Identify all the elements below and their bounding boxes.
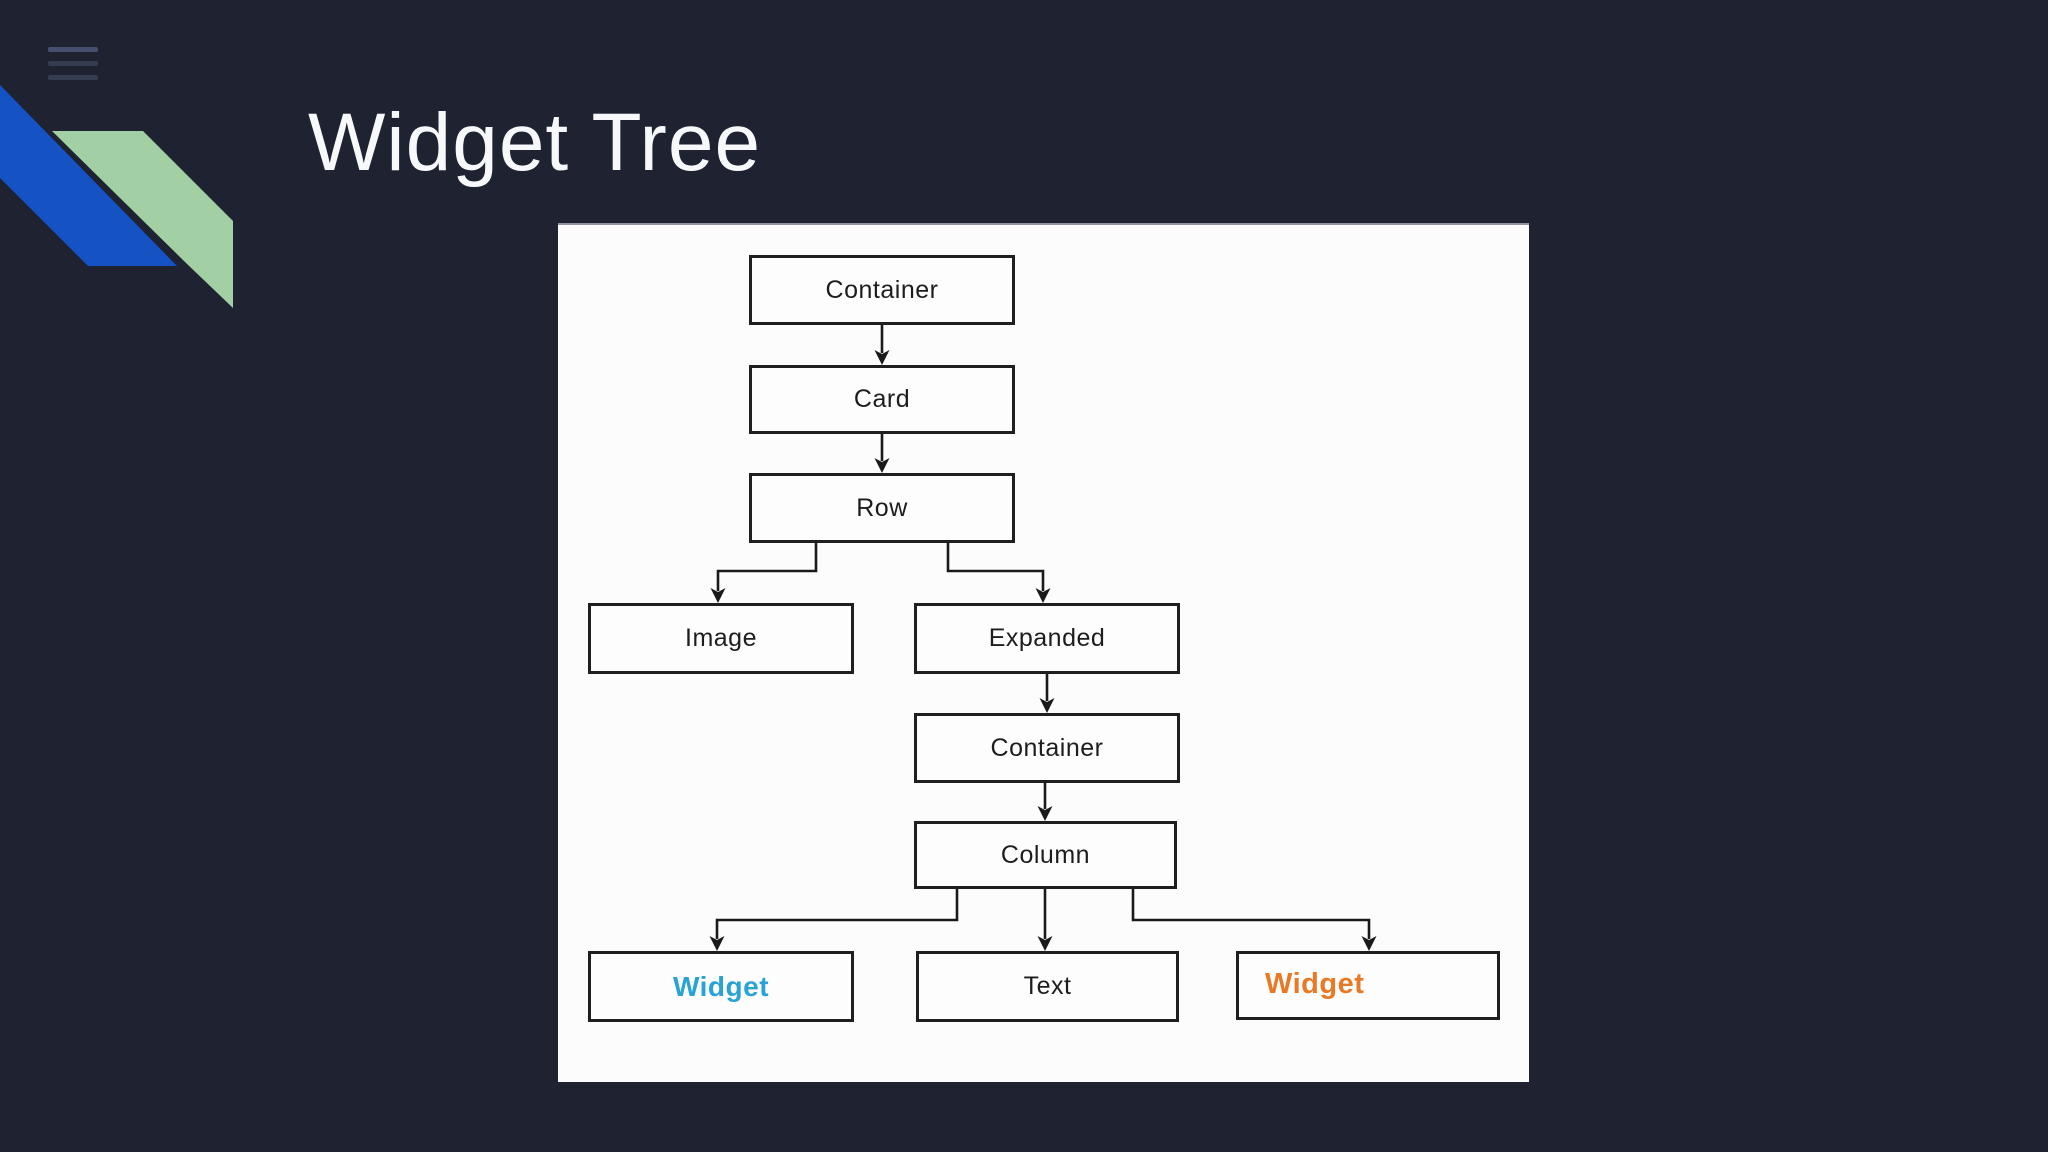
page-title: Widget Tree [308, 97, 762, 188]
hamburger-icon [48, 61, 98, 66]
node-text: Text [916, 951, 1179, 1022]
node-label: Container [825, 275, 939, 304]
node-label: Expanded [988, 624, 1106, 652]
node-container-2: Container [914, 713, 1180, 783]
corner-ribbon-decoration [0, 85, 233, 308]
node-container-1: Container [749, 255, 1015, 325]
arrowhead [1035, 588, 1051, 603]
node-label: Column [1000, 840, 1091, 869]
edge-column-widget-right [1131, 889, 1371, 939]
ribbon-green-shape [52, 131, 233, 308]
node-label: Widget [1265, 968, 1365, 1000]
hamburger-menu-button[interactable] [48, 47, 98, 80]
arrowhead [709, 936, 725, 951]
node-label: Text [1023, 972, 1072, 1000]
node-expanded: Expanded [914, 603, 1180, 674]
node-image: Image [588, 603, 854, 674]
node-row: Row [749, 473, 1015, 543]
node-label: Container [990, 733, 1104, 762]
arrowhead [1037, 806, 1053, 821]
diagram-connectors [709, 325, 1377, 951]
node-label: Image [685, 624, 757, 652]
edge-row-image [716, 543, 818, 591]
arrowhead [1039, 698, 1055, 713]
edge-column-widget-left [715, 889, 959, 939]
node-label: Card [853, 385, 911, 413]
diagram-panel: Container Card Row Image Expanded Contai… [558, 223, 1529, 1082]
arrowhead [1361, 936, 1377, 951]
arrowhead [1037, 936, 1053, 951]
node-widget-left: Widget [588, 951, 854, 1022]
hamburger-icon [48, 75, 98, 80]
node-label: Widget [672, 970, 770, 1002]
node-card: Card [749, 365, 1015, 434]
ribbon-blue-shape [0, 85, 177, 266]
arrowhead [874, 350, 890, 365]
edge-row-expanded [946, 543, 1045, 591]
arrowhead [710, 588, 726, 603]
node-label: Row [856, 493, 908, 522]
hamburger-icon [48, 47, 98, 52]
arrowhead [874, 458, 890, 473]
arrowheads [709, 350, 1377, 951]
node-widget-right: Widget [1236, 951, 1500, 1020]
node-column: Column [914, 821, 1177, 889]
